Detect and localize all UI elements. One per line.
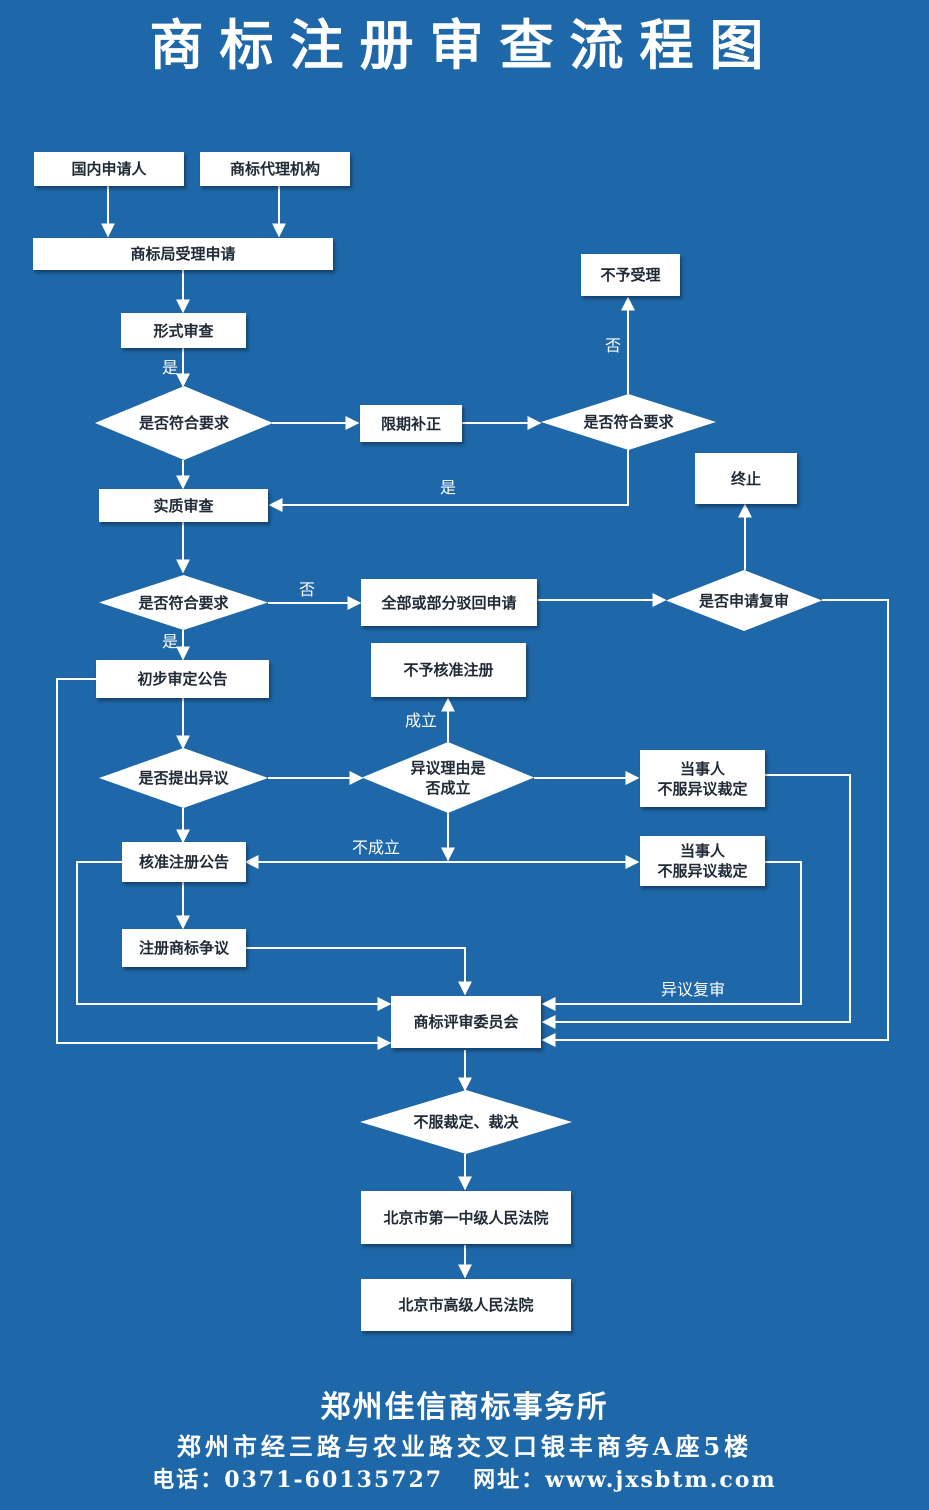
node-formal-review: 形式审查: [121, 313, 246, 348]
node-prelim-announce: 初步审定公告: [96, 660, 269, 698]
party1-line-1: 当事人: [679, 759, 725, 778]
edge-prelim-trab: [56, 678, 392, 1050]
opposition-valid-line-1: 异议理由是: [410, 758, 486, 777]
label-yes-2: 是: [440, 478, 457, 497]
party2-line-2: 不服异议裁定: [657, 862, 748, 880]
node-beijing-1st-court: 北京市第一中级人民法院: [361, 1191, 571, 1244]
footer-contact: 电话：0371-60135727 网址：www.jxsbtm.com: [0, 1465, 929, 1495]
footer-phone-label: 电话：: [152, 1467, 225, 1493]
node-trab: 商标评审委员会: [391, 996, 541, 1048]
node-rejection: 全部或部分驳回申请: [361, 579, 537, 626]
footer-company: 郑州佳信商标事务所: [320, 1390, 609, 1425]
decision-opposition-valid: 异议理由是 否成立: [362, 742, 534, 813]
decision-meets-req-1-label: 是否符合要求: [138, 414, 229, 432]
opposition-valid-line-2: 否成立: [425, 778, 471, 797]
node-substantive-review: 实质审查: [99, 489, 268, 522]
label-yes-3: 是: [162, 632, 179, 651]
node-beijing-high-court: 北京市高级人民法院: [361, 1279, 571, 1331]
node-correction: 限期补正: [360, 405, 462, 442]
label-no-2: 否: [299, 580, 316, 599]
decision-meets-req-3: 是否符合要求: [99, 575, 268, 630]
decision-meets-req-1: 是否符合要求: [95, 386, 273, 460]
footer-site-label: 网址：: [473, 1467, 546, 1493]
party2-line-1: 当事人: [679, 842, 725, 860]
edge-reexam-trab: [541, 599, 889, 1047]
label-yes-1: 是: [162, 358, 179, 377]
decision-dissatisfied-ruling: 不服裁定、裁决: [360, 1090, 572, 1154]
label-no-1: 否: [605, 336, 622, 355]
footer-site: www.jxsbtm.com: [545, 1467, 777, 1493]
label-not-established: 不成立: [352, 838, 401, 857]
party1-line-2: 不服异议裁定: [657, 779, 748, 798]
decision-opposition-filed-label: 是否提出异议: [138, 769, 229, 787]
node-party-dissatisfied-1: 当事人 不服异议裁定: [640, 750, 765, 807]
node-reg-dispute: 注册商标争议: [122, 929, 246, 967]
node-trademark-agency: 商标代理机构: [200, 152, 350, 186]
node-tmo-accept: 商标局受理申请: [33, 238, 333, 270]
node-domestic-applicant: 国内申请人: [34, 152, 184, 186]
label-established: 成立: [405, 711, 438, 730]
decision-meets-req-2-label: 是否符合要求: [583, 413, 674, 431]
edge-regannounce-trab: [76, 861, 392, 1011]
decision-opposition-valid-label: 异议理由是 否成立: [410, 758, 485, 798]
node-terminate: 终止: [695, 453, 797, 504]
decision-apply-reexam-label: 是否申请复审: [698, 591, 789, 610]
decision-meets-req-3-label: 是否符合要求: [138, 593, 229, 612]
edge-dissatisfied2-trab: [541, 861, 802, 1011]
page-title: 商标注册审查流程图: [149, 14, 780, 77]
node-not-approved: 不予核准注册: [371, 643, 526, 697]
footer-phone: 0371-60135727: [224, 1467, 444, 1493]
footer-address: 郑州市经三路与农业路交叉口银丰商务A座5楼: [176, 1432, 753, 1461]
edge-dispute-trab: [246, 947, 472, 996]
edge-dissatisfied1-trab: [541, 774, 851, 1029]
decision-apply-reexam: 是否申请复审: [666, 570, 822, 631]
node-not-accepted: 不予受理: [581, 254, 680, 296]
node-reg-announce: 核准注册公告: [122, 842, 246, 882]
node-party-dissatisfied-2: 当事人 不服异议裁定: [640, 836, 765, 886]
edge-check2-substantive: [268, 450, 629, 512]
decision-meets-req-2: 是否符合要求: [541, 394, 716, 450]
decision-opposition-filed: 是否提出异议: [99, 748, 268, 808]
label-opposition-reexam: 异议复审: [661, 980, 726, 999]
decision-dissatisfied-ruling-label: 不服裁定、裁决: [413, 1113, 519, 1131]
